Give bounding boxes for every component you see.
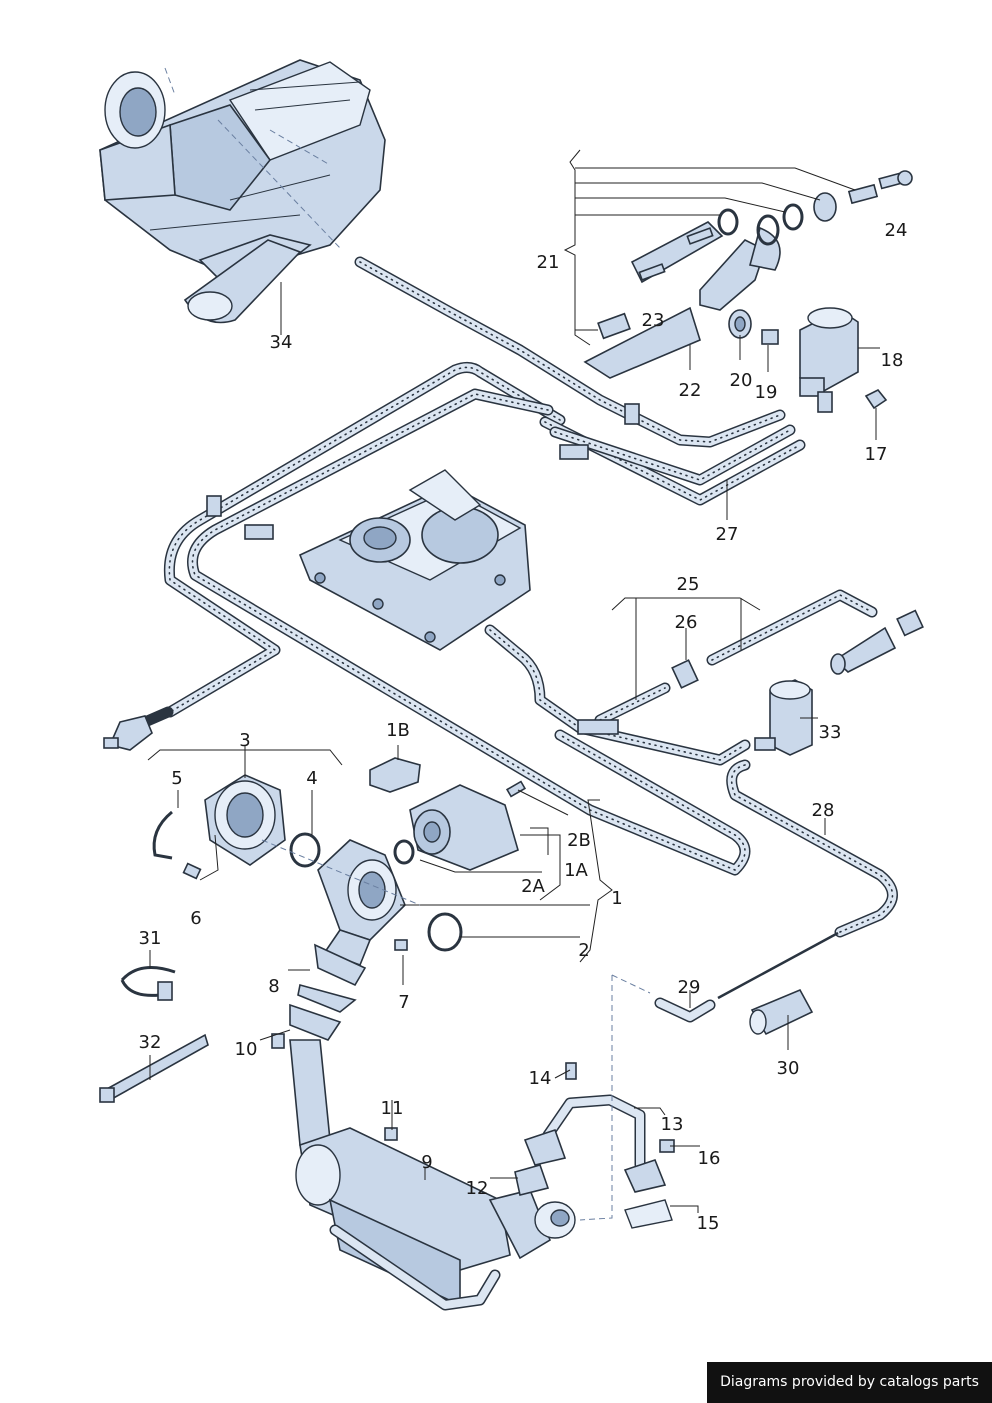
callout-17: 17 (865, 444, 888, 465)
callout-20: 20 (730, 370, 753, 391)
clamps-and-ties (99, 966, 814, 1103)
callout-2B: 2B (567, 830, 591, 851)
vacuum-hoses (139, 256, 898, 1023)
egr-cooler (295, 1127, 576, 1311)
callout-9: 9 (421, 1152, 432, 1173)
callout-12: 12 (466, 1178, 489, 1199)
callout-3: 3 (239, 730, 250, 751)
callout-18: 18 (881, 350, 904, 371)
callout-14: 14 (529, 1068, 552, 1089)
callout-27: 27 (716, 524, 739, 545)
air-filter-housing (99, 59, 386, 324)
callout-11: 11 (381, 1098, 404, 1119)
callout-34: 34 (270, 332, 293, 353)
callout-19: 19 (755, 382, 778, 403)
callout-23: 23 (642, 310, 665, 331)
callout-21: 21 (537, 252, 560, 273)
valve-bracket-assembly (583, 170, 913, 379)
callout-31: 31 (139, 928, 162, 949)
egr-pipe (523, 1062, 675, 1229)
callout-8: 8 (268, 976, 279, 997)
callout-29: 29 (678, 977, 701, 998)
cylinder-head-cover (298, 469, 531, 651)
callout-1B: 1B (386, 720, 410, 741)
vacuum-connectors (103, 609, 924, 756)
callout-1: 1 (611, 888, 622, 909)
leader-lines (147, 67, 880, 1221)
callout-22: 22 (679, 380, 702, 401)
callout-4: 4 (306, 768, 317, 789)
callout-labels: 34 21 24 23 18 20 22 19 17 27 25 26 33 1… (139, 220, 908, 1234)
callout-15: 15 (697, 1213, 720, 1234)
throttle-valve-assembly (152, 757, 527, 880)
callout-10: 10 (235, 1039, 258, 1060)
callout-13: 13 (661, 1114, 684, 1135)
egr-pipe-flange (271, 839, 463, 1146)
hose-clips (206, 403, 640, 735)
callout-1A: 1A (564, 860, 588, 881)
callout-16: 16 (698, 1148, 721, 1169)
solenoid-valve (799, 307, 888, 413)
callout-33: 33 (819, 722, 842, 743)
callout-25: 25 (677, 574, 700, 595)
callout-7: 7 (398, 992, 409, 1013)
callout-30: 30 (777, 1058, 800, 1079)
footer-credit: Diagrams provided by catalogs parts (707, 1362, 992, 1403)
callout-2A: 2A (521, 876, 545, 897)
callout-2: 2 (578, 940, 589, 961)
callout-5: 5 (171, 768, 182, 789)
callout-26: 26 (675, 612, 698, 633)
callout-6: 6 (190, 908, 201, 929)
callout-24: 24 (885, 220, 908, 241)
callout-32: 32 (139, 1032, 162, 1053)
callout-28: 28 (812, 800, 835, 821)
